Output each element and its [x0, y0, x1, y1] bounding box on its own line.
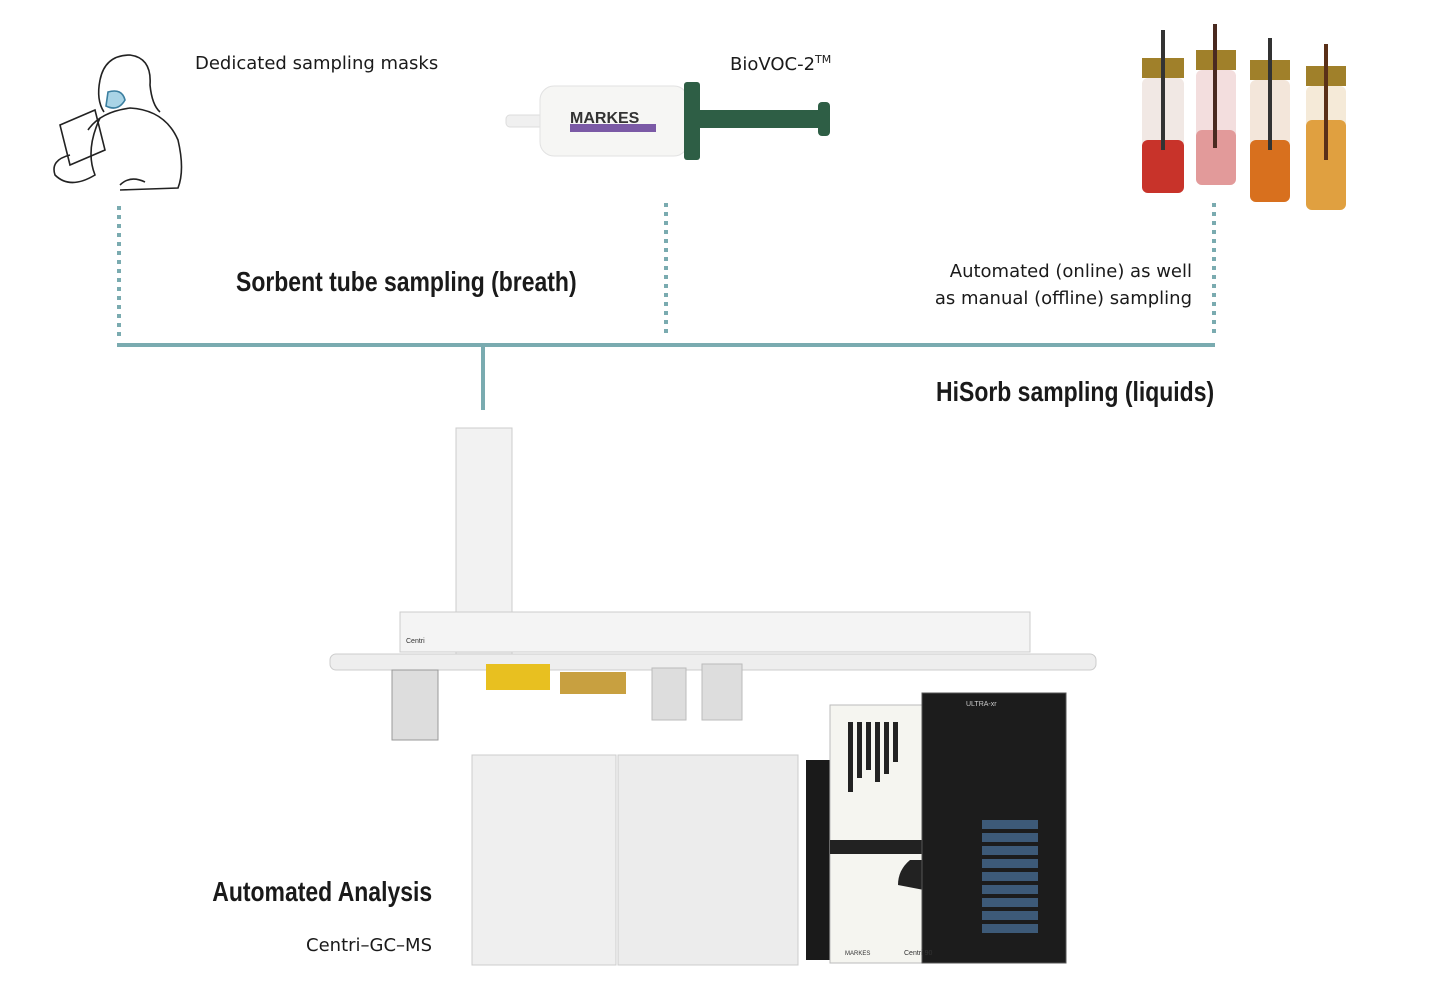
- svg-text:ULTRA-xr: ULTRA-xr: [966, 701, 997, 708]
- vial-orange: [1250, 38, 1290, 202]
- analysis-subtitle: Centri–GC–MS: [306, 935, 432, 956]
- hisorb-heading: HiSorb sampling (liquids): [935, 376, 1214, 407]
- vial-amber: [1306, 44, 1346, 210]
- svg-text:Centri: Centri: [406, 638, 425, 645]
- biovoc-label: BioVOC-2TM: [730, 53, 831, 75]
- person-mask-illustration: [53, 54, 183, 191]
- svg-text:MARKES: MARKES: [845, 951, 870, 957]
- hisorb-vials-image: [1142, 24, 1346, 210]
- biovoc-device-image: MARKES: [505, 82, 830, 160]
- online-line1: Automated (online) as well: [949, 261, 1192, 282]
- online-offline-note: Automated (online) as well as manual (of…: [935, 258, 1192, 312]
- sorbent-heading: Sorbent tube sampling (breath): [236, 266, 577, 297]
- svg-text:Centri 90: Centri 90: [904, 950, 933, 957]
- trademark-mark: TM: [815, 53, 832, 66]
- masks-label: Dedicated sampling masks: [195, 53, 439, 74]
- vial-red: [1142, 30, 1184, 193]
- connector-lines: [117, 203, 1216, 410]
- biovoc-name: BioVOC-2: [730, 54, 816, 75]
- centri-gc-ms-instrument-image: Centri Centri 90 MARKES ULTRA-xr: [329, 427, 1097, 966]
- svg-text:MARKES: MARKES: [570, 110, 640, 127]
- analysis-heading: Automated Analysis: [212, 876, 432, 907]
- online-line2: as manual (offline) sampling: [934, 288, 1192, 309]
- vial-pink: [1196, 24, 1236, 185]
